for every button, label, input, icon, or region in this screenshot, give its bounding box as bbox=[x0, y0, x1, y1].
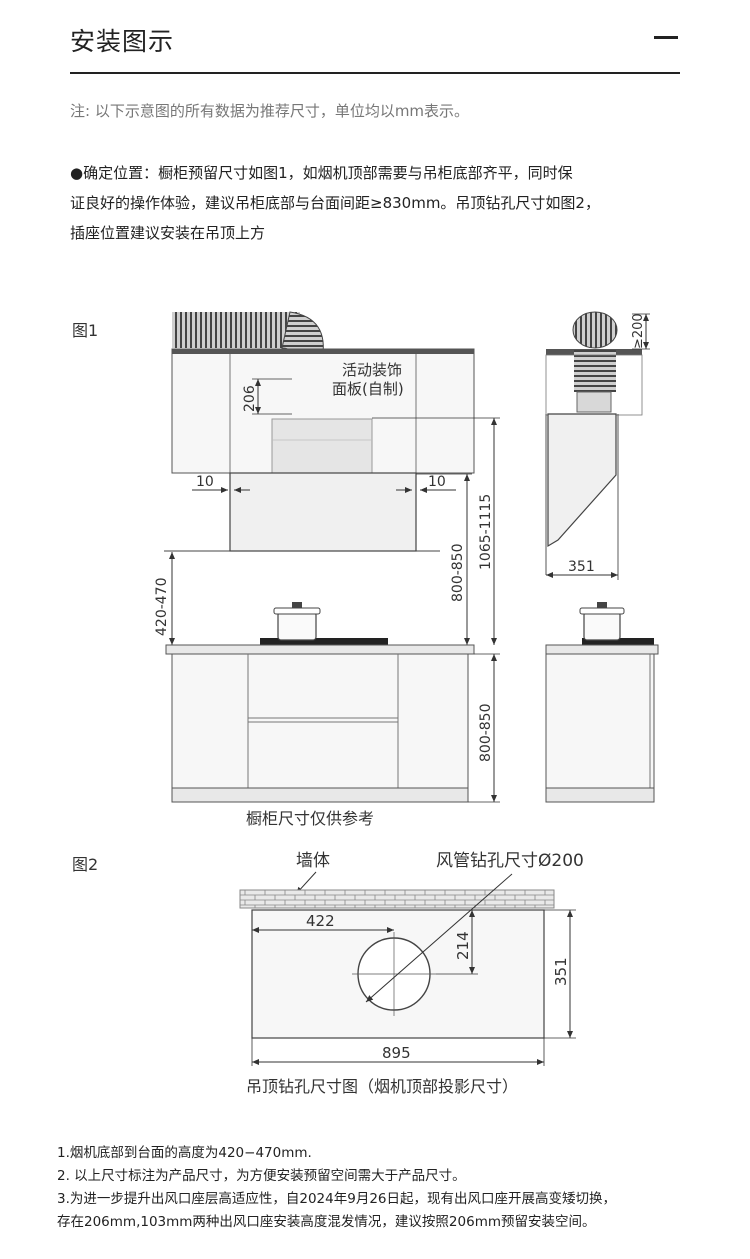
dim-214: 214 bbox=[454, 931, 472, 960]
hole-label: 风管钻孔尺寸Ø200 bbox=[436, 851, 584, 871]
dim-422: 422 bbox=[306, 912, 335, 930]
dim-800-850-upper: 800-850 bbox=[450, 544, 466, 603]
figure2-caption: 吊顶钻孔尺寸图（烟机顶部投影尺寸） bbox=[246, 1077, 518, 1096]
dim-895: 895 bbox=[382, 1044, 411, 1062]
intro-line: 证良好的操作体验，建议吊柜底部与台面间距≥830mm。吊顶钻孔尺寸如图2， bbox=[70, 194, 600, 212]
dim-351-side: 351 bbox=[568, 559, 595, 575]
footnote: 1.烟机底部到台面的高度为420−470mm. bbox=[57, 1145, 312, 1161]
intro-line: ●确定位置：橱柜预留尺寸如图1，如烟机顶部需要与吊柜底部齐平，同时保 bbox=[70, 164, 573, 182]
upper-cabinet bbox=[171, 348, 475, 474]
footnote: 存在206mm,103mm两种出风口座安装高度混发情况，建议按照206mm预留安… bbox=[57, 1214, 596, 1230]
title-divider bbox=[70, 72, 680, 74]
collapse-button[interactable] bbox=[654, 22, 678, 52]
dim-1065-1115: 1065-1115 bbox=[478, 494, 494, 570]
side-base-cabinet bbox=[545, 644, 659, 803]
minus-icon bbox=[654, 36, 678, 39]
cooktop-with-pot bbox=[260, 602, 388, 646]
figure1-label: 图1 bbox=[72, 321, 98, 340]
dim-351-ceiling: 351 bbox=[552, 957, 570, 986]
figure1-caption: 橱柜尺寸仅供参考 bbox=[246, 809, 374, 828]
range-hood bbox=[164, 472, 440, 552]
side-cooktop-with-pot bbox=[579, 602, 654, 646]
panel-label: 面板(自制) bbox=[332, 380, 404, 398]
side-view bbox=[545, 311, 643, 575]
dim-10-left: 10 bbox=[196, 474, 214, 490]
panel-label: 活动装饰 bbox=[342, 361, 402, 379]
dim-200: ≥200 bbox=[631, 313, 646, 349]
dim-800-850-lower: 800-850 bbox=[478, 704, 494, 763]
wall-label: 墙体 bbox=[296, 851, 330, 871]
dim-206: 206 bbox=[242, 385, 258, 412]
footnote: 2. 以上尺寸标注为产品尺寸，为方便安装预留空间需大于产品尺寸。 bbox=[57, 1168, 466, 1184]
intro-line: 插座位置建议安装在吊顶上方 bbox=[70, 224, 266, 242]
intro-paragraph: ●确定位置：橱柜预留尺寸如图1，如烟机顶部需要与吊柜底部齐平，同时保 证良好的操… bbox=[70, 158, 680, 248]
wall bbox=[239, 889, 555, 909]
dim-10-right: 10 bbox=[428, 474, 446, 490]
note-text: 注: 以下示意图的所有数据为推荐尺寸，单位均以mm表示。 bbox=[70, 102, 470, 120]
footnotes: 1.烟机底部到台面的高度为420−470mm. 2. 以上尺寸标注为产品尺寸，为… bbox=[57, 1142, 747, 1234]
base-cabinet bbox=[165, 644, 475, 803]
footnote: 3.为进一步提升出风口座层高适应性，自2024年9月26日起，现有出风口座开展高… bbox=[57, 1191, 617, 1207]
page-title: 安装图示 bbox=[70, 27, 175, 56]
figure2-label: 图2 bbox=[72, 855, 98, 874]
dim-420-470: 420-470 bbox=[154, 578, 170, 637]
